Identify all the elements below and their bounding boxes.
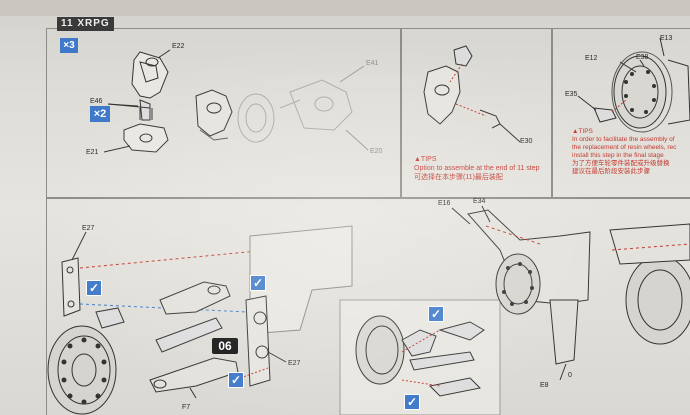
part-label-e34: E34 <box>473 198 486 205</box>
tips-right: ▲TIPS In order to facilitate the assembl… <box>572 128 676 176</box>
part-label-e21: E21 <box>86 149 99 156</box>
part-label-e27-top: E27 <box>82 225 95 232</box>
part-label-e38: E38 <box>636 54 649 61</box>
top-edge <box>0 0 690 16</box>
check-icon: ✓ <box>404 394 420 410</box>
tips-middle-english: Option to assemble at the end of 11 step <box>414 165 540 172</box>
step-header-badge: 11 XRPG <box>57 17 114 31</box>
part-label-e20: E20 <box>370 148 383 155</box>
panel-main-assembly <box>46 198 690 415</box>
part-label-e27-bottom: E27 <box>288 360 301 367</box>
tips-middle-heading: ▲TIPS <box>414 156 437 163</box>
check-icon: ✓ <box>86 280 102 296</box>
tips-middle: ▲TIPS Option to assemble at the end of 1… <box>414 155 540 182</box>
tips-middle-chinese: 可选择在本步骤(11)最后装配 <box>414 174 503 181</box>
check-icon: ✓ <box>228 372 244 388</box>
part-label-e41: E41 <box>366 60 379 67</box>
part-label-f7: F7 <box>182 404 191 411</box>
tips-right-chinese-1: 为了方便车轮零件装配或升级替换 <box>572 160 670 167</box>
quantity-badge-x2: ×2 <box>90 106 110 122</box>
check-icon: ✓ <box>250 275 266 291</box>
part-label-e46: E46 <box>90 98 103 105</box>
panel-subassembly-bracket <box>401 28 552 198</box>
tips-right-chinese-2: 建议在最后阶段安装此步骤 <box>572 168 650 175</box>
tips-right-english-2: the replacement of resin wheels, rec <box>572 144 677 151</box>
part-label-e12: E12 <box>585 55 598 62</box>
part-label-zero: 0 <box>568 372 572 379</box>
tips-right-heading: ▲TIPS <box>572 128 593 135</box>
tips-right-english-1: In order to facilitate the assembly of <box>572 136 675 143</box>
quantity-badge-x3: ×3 <box>60 38 78 53</box>
part-label-e22: E22 <box>172 43 185 50</box>
panel-subassembly-arm <box>46 28 401 198</box>
check-icon: ✓ <box>428 306 444 322</box>
part-label-e13: E13 <box>660 35 673 42</box>
part-label-e30: E30 <box>520 138 533 145</box>
tips-right-english-3: install this step in the final stage <box>572 152 664 159</box>
panel-subassembly-wheel <box>552 28 690 198</box>
step-number-badge: 06 <box>212 338 238 354</box>
part-label-e35: E35 <box>565 91 578 98</box>
part-label-e16: E16 <box>438 200 451 207</box>
part-label-e8: E8 <box>540 382 549 389</box>
